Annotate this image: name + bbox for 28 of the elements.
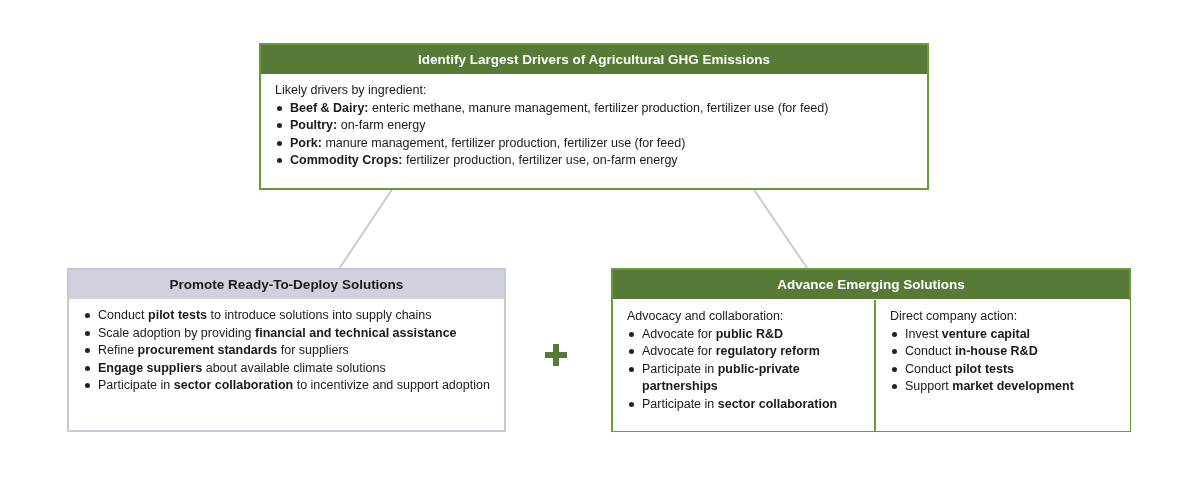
box-heading: Identify Largest Drivers of Agricultural GHG Emissions bbox=[261, 45, 927, 74]
intro-text: Likely drivers by ingredient: bbox=[275, 82, 428, 99]
connector-line bbox=[338, 189, 393, 269]
bullet-text: Scale adoption by providing financial and technical assistance bbox=[98, 324, 457, 342]
bullet-text: Engage suppliers about available climate solutions bbox=[98, 359, 386, 377]
bullet-text: Invest venture capital bbox=[905, 325, 1031, 343]
bullet-text: Pork: manure management, fertilizer production, fertilizer use (for feed) bbox=[290, 134, 686, 152]
bullet-text: Beef & Dairy: enteric methane, manure management, fertilizer production, fertilizer use (for feed) bbox=[290, 99, 829, 117]
bullet-text: Refine procurement standards for suppliers bbox=[98, 342, 349, 359]
intro-text: Advocacy and collaboration: bbox=[627, 308, 785, 325]
process-box bbox=[611, 268, 1131, 432]
bullet-text: Advocate for public R&D bbox=[642, 325, 783, 343]
connector-line bbox=[753, 189, 809, 269]
bullet-text: Conduct pilot tests bbox=[905, 360, 1015, 378]
box-heading: Promote Ready-To-Deploy Solutions bbox=[69, 270, 504, 299]
bullet-text: Poultry: on-farm energy bbox=[290, 117, 426, 134]
bullet-text: Conduct in-house R&D bbox=[905, 343, 1038, 360]
bullet-text: Support market development bbox=[905, 378, 1074, 395]
process-box bbox=[259, 43, 929, 190]
bullet-text: Commodity Crops: fertilizer production, fertilizer use, on-farm energy bbox=[290, 152, 678, 169]
box-heading: Advance Emerging Solutions bbox=[613, 270, 1129, 299]
intro-text: Direct company action: bbox=[890, 308, 1019, 325]
bullet-text: Participate in sector collaboration to incentivize and support adoption bbox=[98, 377, 490, 394]
bullet-text: Advocate for regulatory reform bbox=[642, 343, 820, 360]
bullet-text: Participate in sector collaboration bbox=[642, 395, 838, 413]
process-box bbox=[67, 268, 506, 432]
bullet-text: Conduct pilot tests to introduce solutions into supply chains bbox=[98, 307, 432, 324]
column-panel bbox=[874, 300, 1130, 431]
